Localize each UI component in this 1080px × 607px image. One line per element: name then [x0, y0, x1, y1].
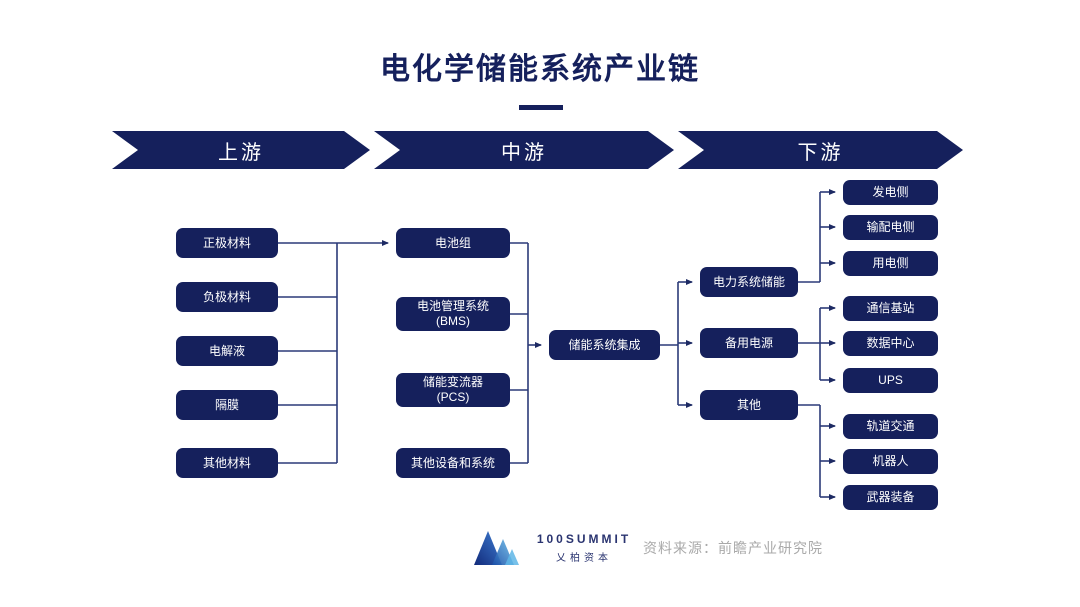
node-system-integration[interactable]: 储能系统集成	[549, 330, 660, 360]
node-battery-pack-label: 电池组	[434, 235, 471, 250]
node-other-materials[interactable]: 其他材料	[176, 448, 278, 478]
node-other-equipment-label: 其他设备和系统	[410, 455, 495, 470]
stage-banner-downstream: 下游	[678, 131, 963, 169]
node-data-center[interactable]: 数据中心	[843, 331, 938, 356]
node-bms-label: 电池管理系统	[416, 299, 489, 313]
node-pcs-sublabel: (PCS)	[436, 390, 470, 404]
mountain-logo-icon	[474, 531, 519, 565]
node-backup-power[interactable]: 备用电源	[700, 328, 798, 358]
title-underline	[519, 105, 563, 110]
node-other-equipment[interactable]: 其他设备和系统	[396, 448, 510, 478]
node-consumption-side[interactable]: 用电侧	[843, 251, 938, 276]
node-battery-pack[interactable]: 电池组	[396, 228, 510, 258]
node-anode-material[interactable]: 负极材料	[176, 282, 278, 312]
page-title: 电化学储能系统产业链	[380, 53, 700, 86]
stage-banner-upstream: 上游	[112, 131, 370, 169]
node-rail-transit[interactable]: 轨道交通	[843, 414, 938, 439]
node-pcs-label: 储能变流器	[422, 375, 483, 389]
node-weapon-equipment[interactable]: 武器装备	[843, 485, 938, 510]
node-power-system-storage[interactable]: 电力系统储能	[700, 267, 798, 297]
node-transmission-side[interactable]: 输配电侧	[843, 215, 938, 240]
node-bms-sublabel: (BMS)	[436, 314, 470, 328]
source-note: 资料来源：前瞻产业研究院	[643, 540, 823, 556]
node-cathode-material[interactable]: 正极材料	[176, 228, 278, 258]
node-electrolyte[interactable]: 电解液	[176, 336, 278, 366]
brand-lockup: 100SUMMIT 乂柏资本	[524, 532, 644, 564]
stage-banner-midstream: 中游	[374, 131, 674, 169]
node-separator[interactable]: 隔膜	[176, 390, 278, 420]
node-generation-side[interactable]: 发电侧	[843, 180, 938, 205]
node-other-applications[interactable]: 其他	[700, 390, 798, 420]
brand-name-cn: 乂柏资本	[556, 553, 612, 564]
node-bms[interactable]: 电池管理系统 (BMS)	[396, 297, 510, 331]
node-ups[interactable]: UPS	[843, 368, 938, 393]
node-telecom-base-station[interactable]: 通信基站	[843, 296, 938, 321]
node-robotics[interactable]: 机器人	[843, 449, 938, 474]
brand-name-en: 100SUMMIT	[536, 532, 632, 546]
node-pcs[interactable]: 储能变流器 (PCS)	[396, 373, 510, 407]
